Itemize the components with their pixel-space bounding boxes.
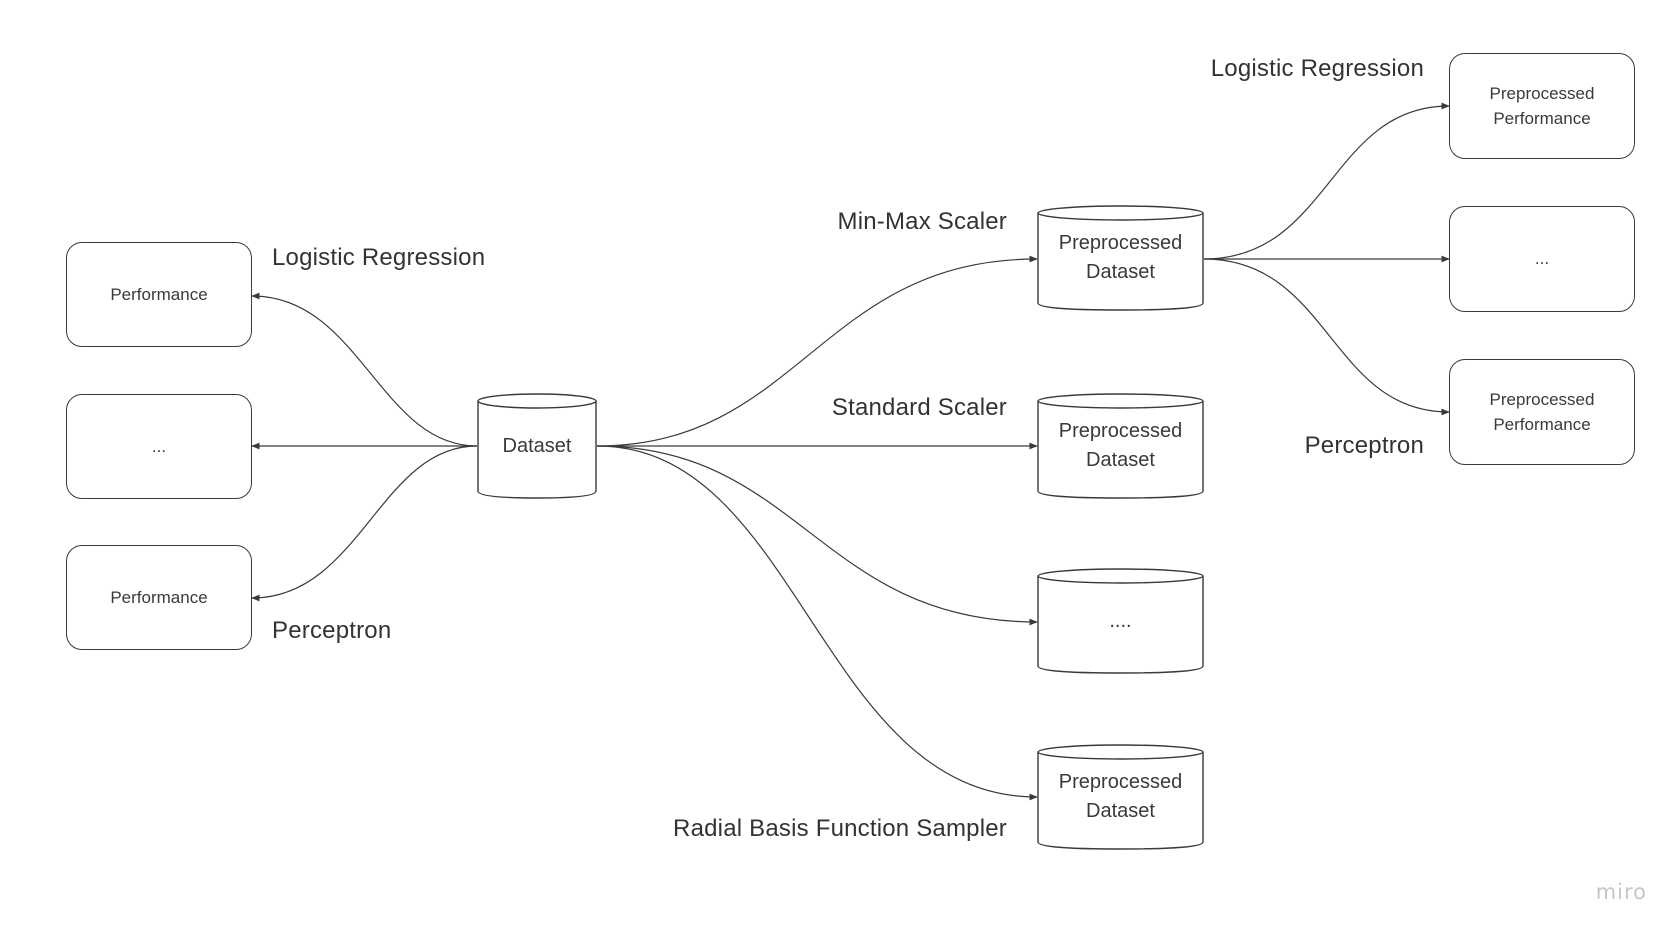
performance-node[interactable]: Performance [66,545,252,650]
label-standard-scaler: Standard Scaler [831,394,1007,421]
preprocessed-dataset-label: .... [1109,609,1132,632]
label-left-perceptron: Perceptron [272,617,392,644]
dataset-cylinder[interactable]: Dataset [477,393,597,499]
edge-minmax-to-preperf-bottom [1203,258,1450,416]
dataset-label: Dataset [502,434,572,457]
cylinder-shape [1037,205,1204,311]
edge-dataset-to-perf-bottom [251,445,478,602]
cylinder-shape [1037,568,1204,674]
performance-node-label: Performance [110,284,208,304]
preprocessed-performance-label: Preprocessed Performance [1489,83,1595,129]
preprocessed-dataset-label: Preprocessed Dataset [1058,420,1183,471]
preprocessed-performance-node[interactable]: Preprocessed Performance [1449,53,1635,159]
edge-minmax-to-preperf-top [1203,102,1450,260]
performance-node[interactable]: Performance [66,242,252,347]
performance-node-label: ... [151,436,167,456]
performance-node-ellipsis[interactable]: ... [66,394,252,499]
preprocessed-dataset-rbf[interactable]: Preprocessed Dataset [1037,744,1204,850]
preprocessed-performance-node-ellipsis[interactable]: ... [1449,206,1635,312]
miro-watermark: miro [1595,880,1647,904]
label-rbf-sampler: Radial Basis Function Sampler [673,815,1007,842]
edge-dataset-to-perf-top [251,292,478,447]
preprocessed-dataset-other[interactable]: .... [1037,568,1204,674]
edge-dataset-to-minmax [596,255,1038,447]
preprocessed-dataset-label: Preprocessed Dataset [1058,232,1183,283]
label-right-logistic-regression: Logistic Regression [1210,55,1424,82]
preprocessed-performance-label: ... [1534,249,1550,269]
preprocessed-performance-label: Preprocessed Performance [1489,389,1595,435]
edge-dataset-to-rbf [596,445,1038,801]
cylinder-shape [477,393,597,499]
label-minmax-scaler: Min-Max Scaler [837,208,1007,235]
cylinder-shape [1037,744,1204,850]
edge-dataset-to-other [596,445,1038,626]
performance-node-label: Performance [110,587,208,607]
label-left-logistic-regression: Logistic Regression [272,244,486,271]
cylinder-shape [1037,393,1204,499]
preprocessed-dataset-minmax[interactable]: Preprocessed Dataset [1037,205,1204,311]
preprocessed-dataset-standard[interactable]: Preprocessed Dataset [1037,393,1204,499]
preprocessed-performance-node[interactable]: Preprocessed Performance [1449,359,1635,465]
label-right-perceptron: Perceptron [1304,432,1424,459]
preprocessed-dataset-label: Preprocessed Dataset [1058,771,1183,822]
